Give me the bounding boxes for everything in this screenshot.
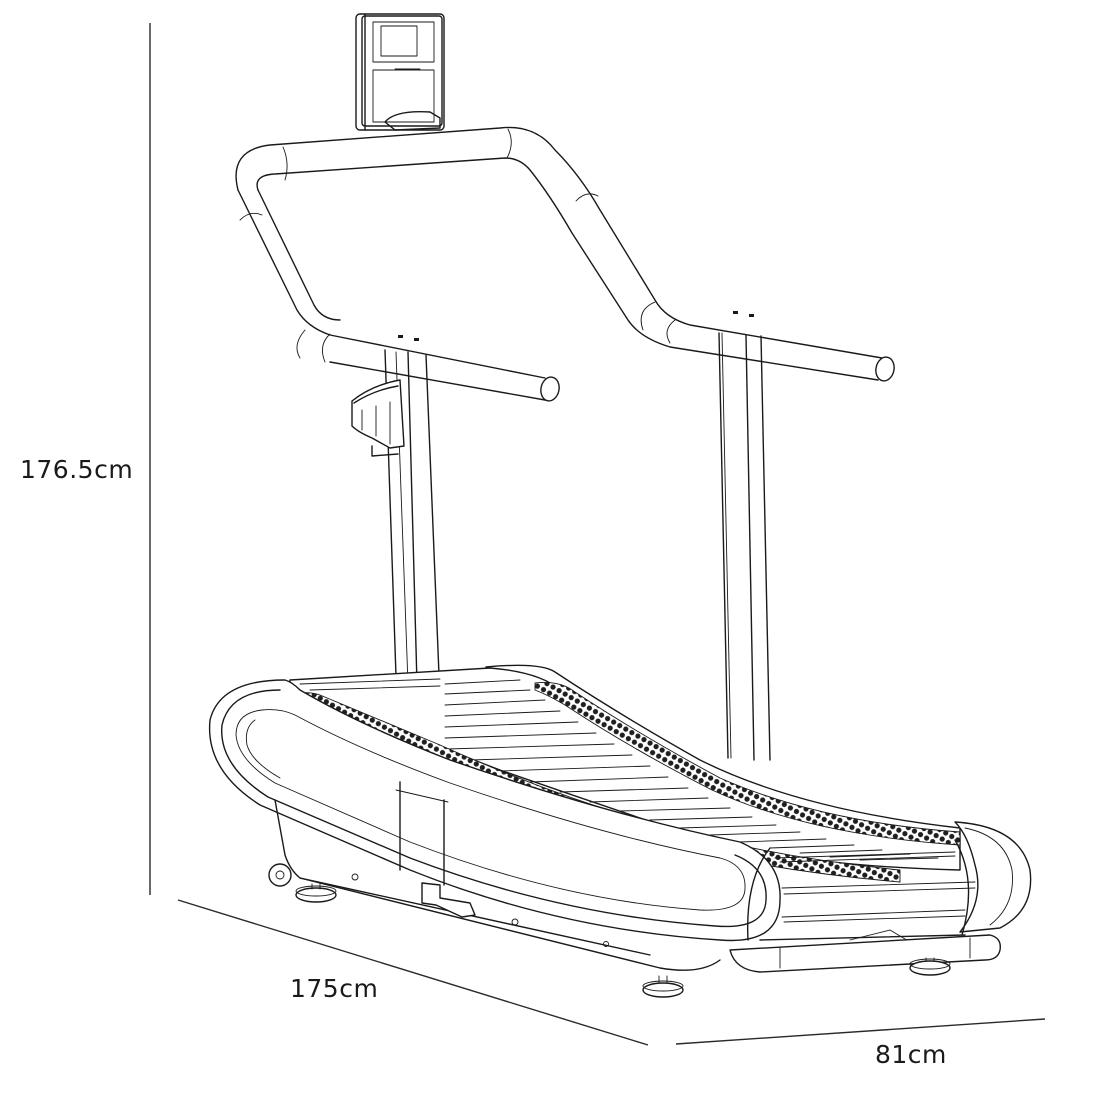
rear-foot <box>295 883 337 903</box>
belt-slats <box>299 678 939 861</box>
front-foot <box>909 957 951 976</box>
bottle-holder <box>351 379 405 457</box>
leveling-feet <box>295 883 951 998</box>
side-frame-cover <box>208 679 781 971</box>
width-dimension-line <box>675 1018 1046 1045</box>
mid-foot <box>642 975 684 998</box>
far-grip-strip <box>534 681 961 846</box>
length-dimension-line <box>177 899 649 1046</box>
height-dimension-label: 176.5cm <box>20 455 134 484</box>
right-upright-post <box>718 332 771 761</box>
length-dimension-label: 175cm <box>290 974 379 1003</box>
handlebar <box>235 126 895 402</box>
console-display <box>355 13 445 131</box>
dimension-lines <box>149 23 1046 1046</box>
width-dimension-label: 81cm <box>875 1040 947 1069</box>
